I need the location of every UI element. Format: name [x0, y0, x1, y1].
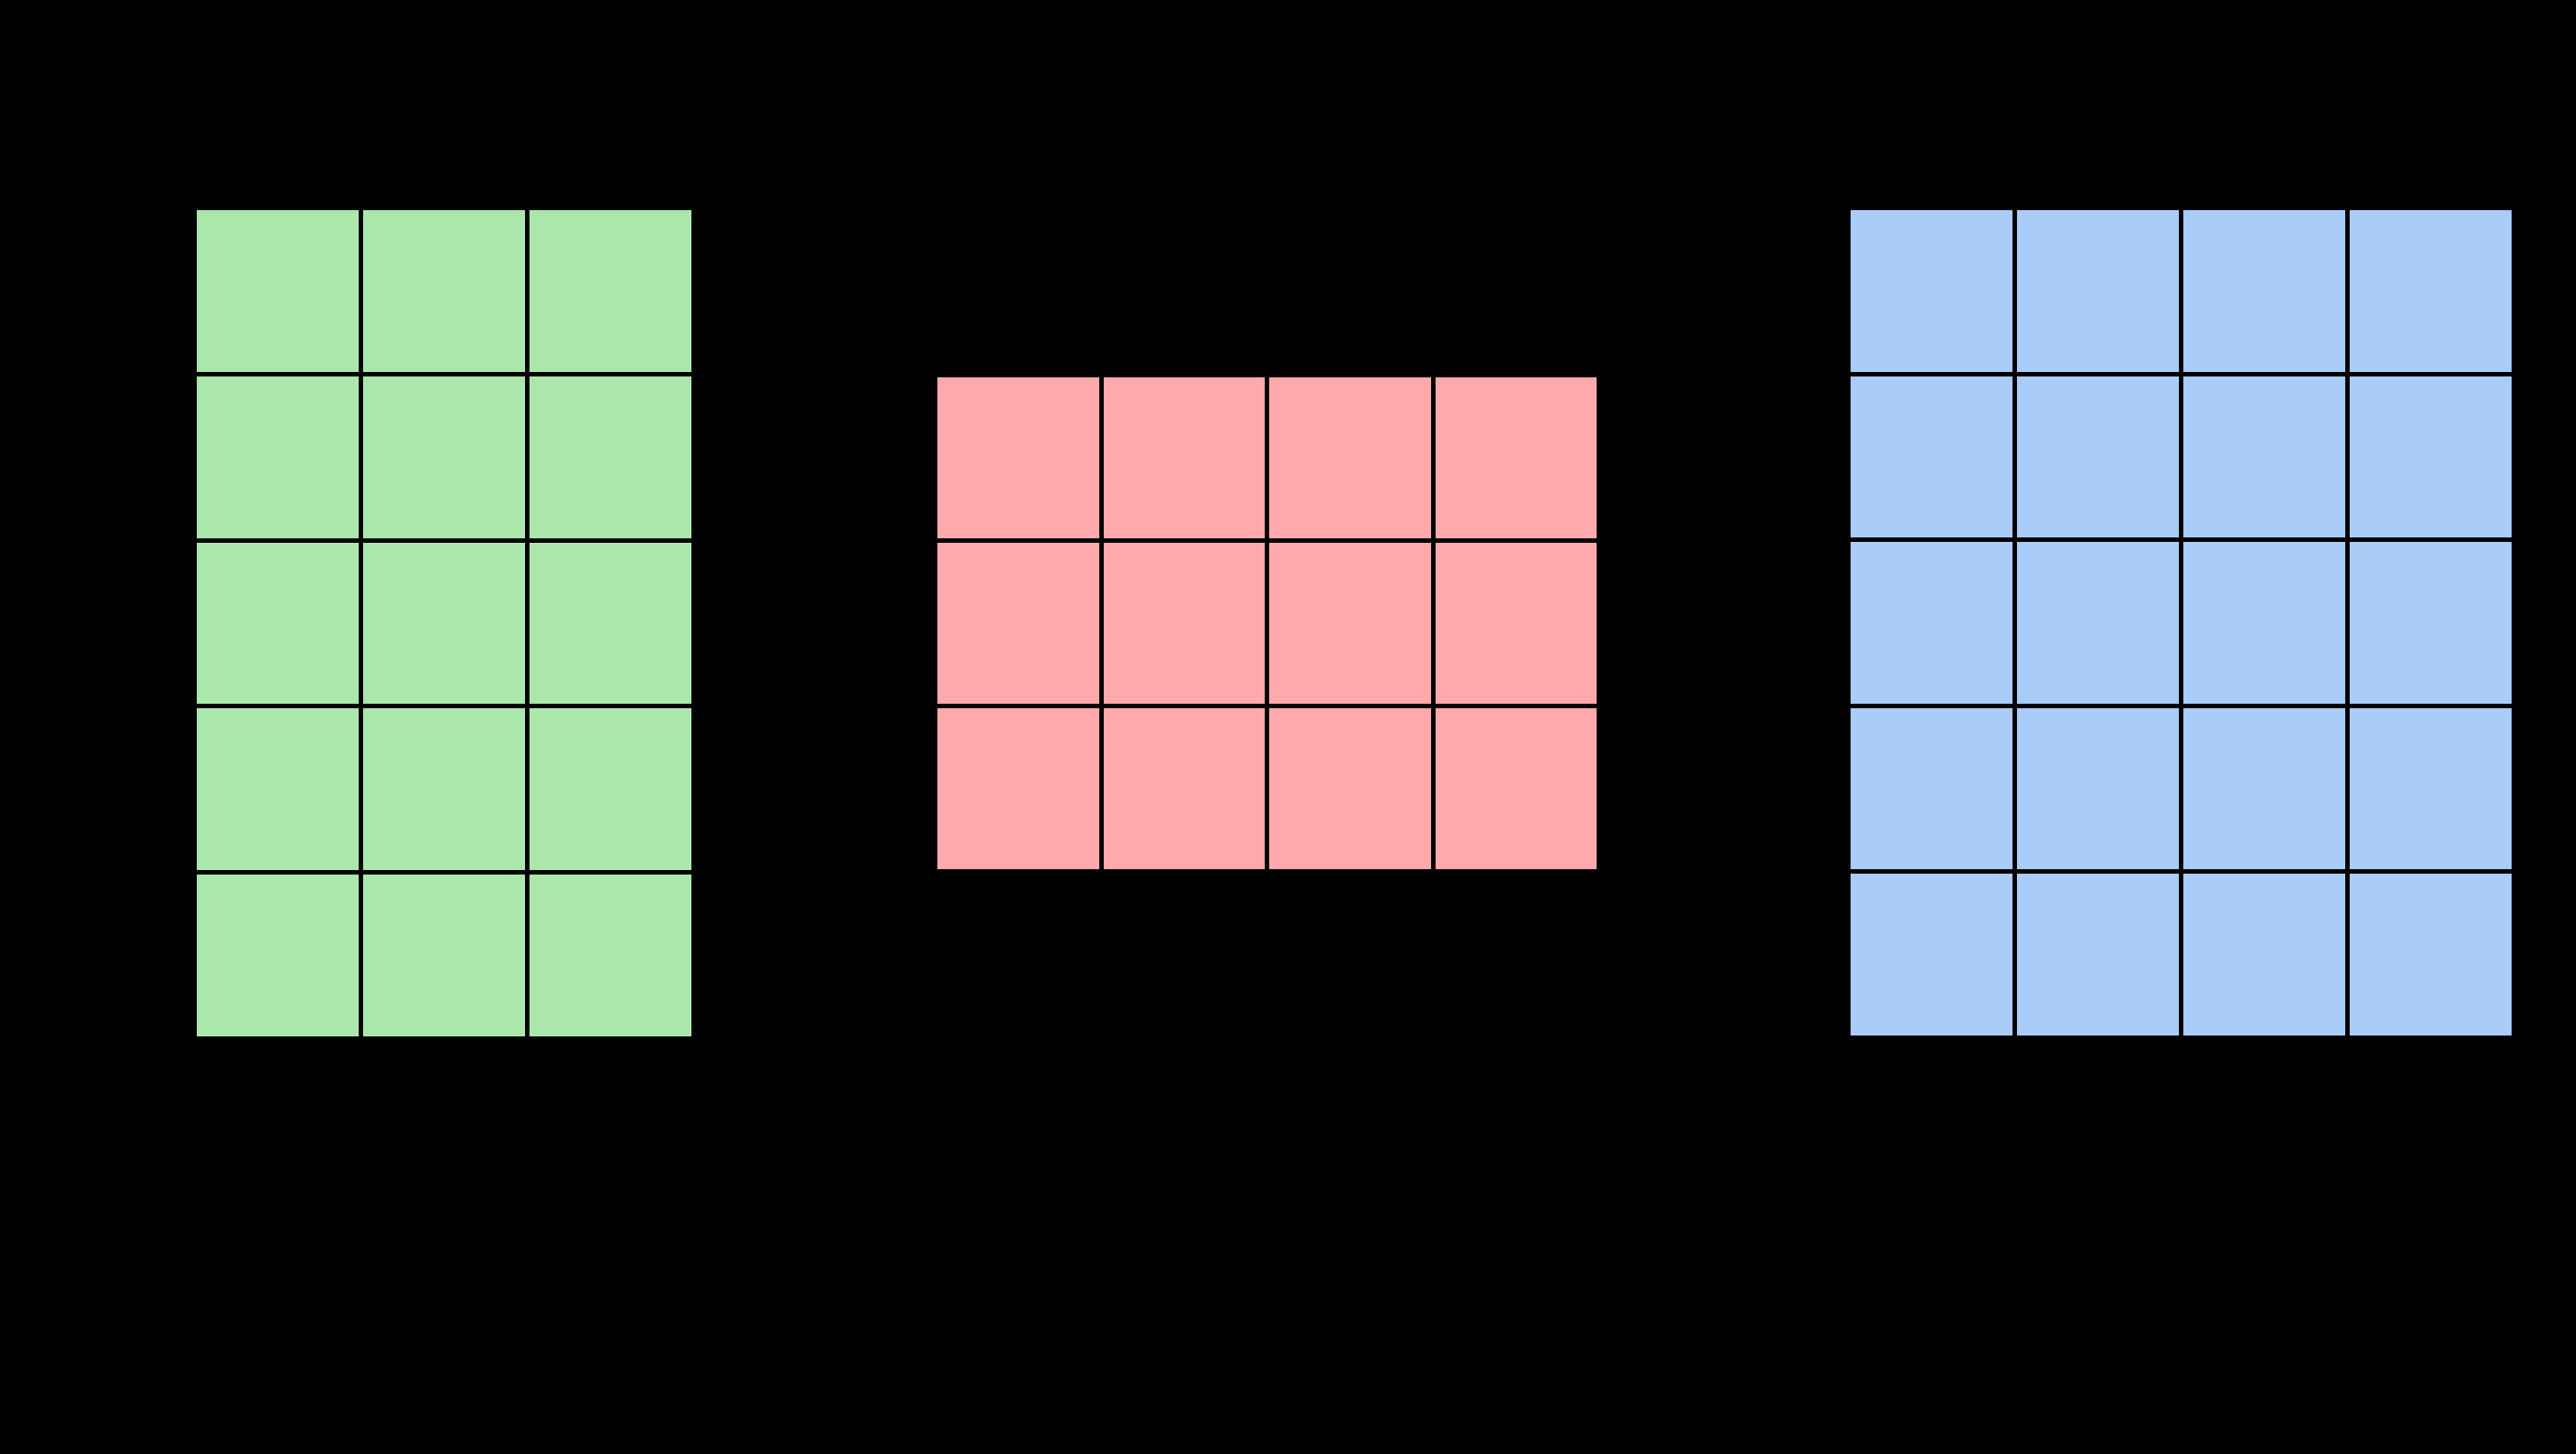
pink-matrix-cell — [1269, 708, 1431, 869]
blue-matrix-cell — [2183, 210, 2345, 372]
pink-matrix-cell — [1269, 543, 1431, 704]
green-matrix-grid — [197, 210, 691, 1036]
pink-matrix-cell — [1103, 543, 1265, 704]
green-matrix-cell — [363, 542, 525, 705]
blue-matrix-cell — [1851, 376, 2012, 538]
pink-matrix-cell — [1435, 377, 1597, 538]
green-matrix-cell — [530, 708, 691, 871]
pink-matrix-cell — [1103, 377, 1265, 538]
green-matrix-cell — [530, 376, 691, 538]
pink-matrix-cell — [1103, 708, 1265, 869]
blue-matrix-cell — [2183, 707, 2345, 870]
blue-matrix-cell — [2017, 210, 2179, 372]
green-matrix-cell — [530, 875, 691, 1036]
green-matrix-cell — [530, 542, 691, 705]
blue-matrix-cell — [1851, 874, 2012, 1036]
pink-matrix-cell — [1435, 543, 1597, 704]
green-matrix-cell — [530, 210, 691, 372]
green-matrix-cell — [197, 875, 359, 1036]
blue-matrix-cell — [2017, 707, 2179, 870]
green-matrix-cell — [363, 376, 525, 538]
green-matrix-cell — [197, 542, 359, 705]
blue-matrix-cell — [2350, 707, 2512, 870]
blue-matrix-cell — [2183, 874, 2345, 1036]
green-matrix-cell — [197, 376, 359, 538]
pink-matrix-cell — [937, 377, 1099, 538]
green-matrix-cell — [197, 708, 359, 871]
blue-matrix-cell — [1851, 210, 2012, 372]
pink-matrix-grid — [937, 377, 1597, 869]
pink-matrix-cell — [937, 543, 1099, 704]
blue-matrix-cell — [2350, 874, 2512, 1036]
blue-matrix-cell — [2017, 376, 2179, 538]
blue-matrix-cell — [2183, 376, 2345, 538]
blue-matrix-cell — [2017, 874, 2179, 1036]
blue-matrix-cell — [1851, 542, 2012, 704]
pink-matrix-cell — [1269, 377, 1431, 538]
blue-matrix-cell — [1851, 707, 2012, 870]
blue-matrix-cell — [2350, 210, 2512, 372]
green-matrix-cell — [363, 210, 525, 372]
green-matrix-cell — [197, 210, 359, 372]
blue-matrix-grid — [1851, 210, 2512, 1036]
pink-matrix-cell — [1435, 708, 1597, 869]
blue-matrix-cell — [2183, 542, 2345, 704]
blue-matrix-cell — [2017, 542, 2179, 704]
green-matrix-cell — [363, 708, 525, 871]
pink-matrix-cell — [937, 708, 1099, 869]
blue-matrix-cell — [2350, 542, 2512, 704]
blue-matrix-cell — [2350, 376, 2512, 538]
green-matrix-cell — [363, 875, 525, 1036]
